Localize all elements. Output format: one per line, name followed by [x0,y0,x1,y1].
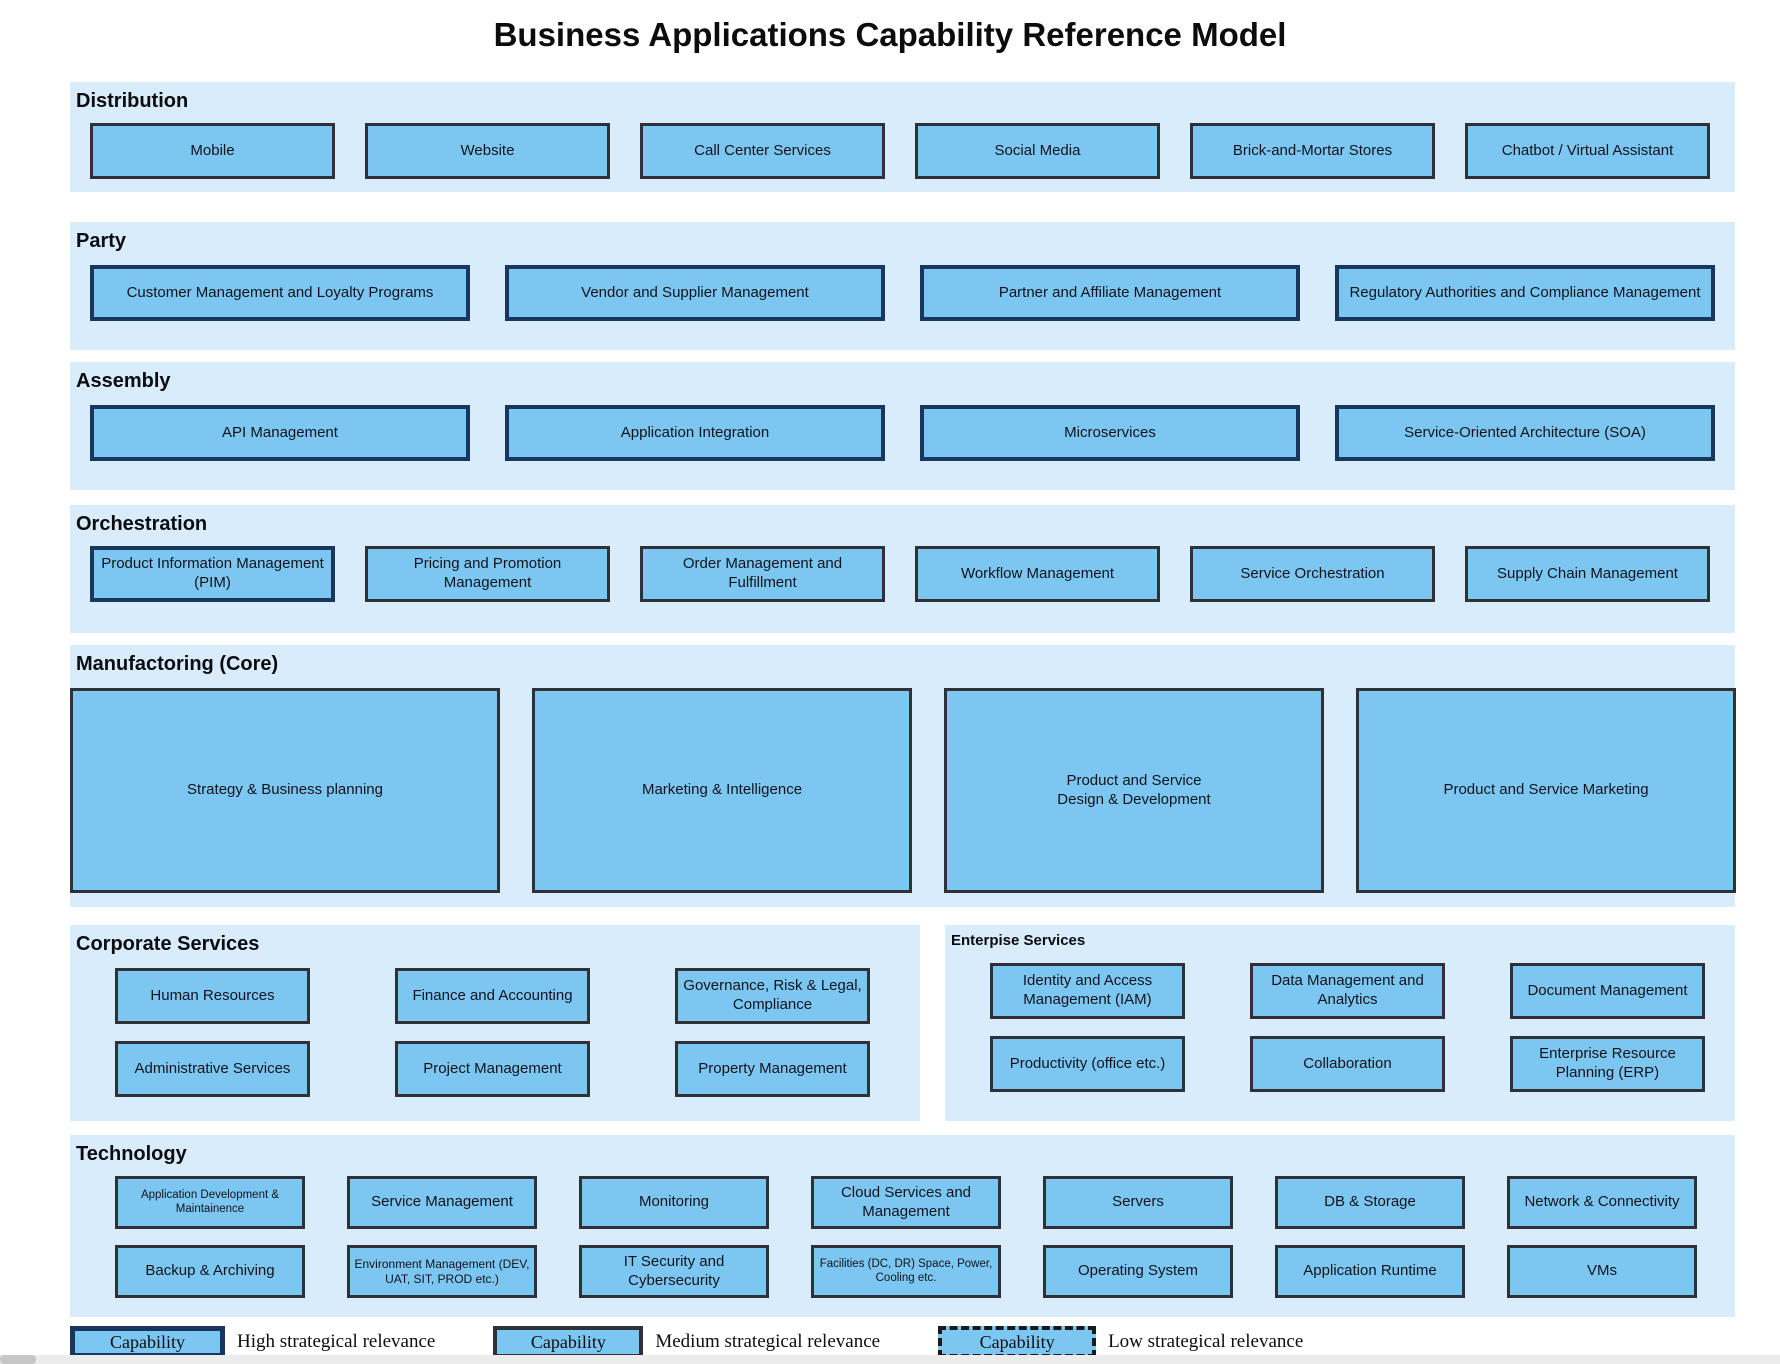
legend-capability-medium-box: Capability [493,1326,644,1358]
legend-low-description: Low strategical relevance [1108,1331,1304,1352]
legend-medium-description: Medium strategical relevance [655,1331,881,1352]
legend-capability-high-box: Capability [70,1326,225,1358]
capability-operating-system: Operating System [1043,1245,1233,1298]
horizontal-scrollbar [0,1355,1780,1364]
capability-regulatory-compliance-management: Regulatory Authorities and Compliance Ma… [1335,265,1715,321]
capability-workflow-management: Workflow Management [915,546,1160,602]
legend-capability-low-box: Capability [938,1326,1097,1358]
assembly-row: API Management Application Integration M… [90,405,1735,461]
capability-collaboration: Collaboration [1250,1036,1445,1092]
section-title-corporate-services: Corporate Services [76,933,260,955]
capability-cloud-services-management: Cloud Services and Management [811,1176,1001,1229]
capability-finance-accounting: Finance and Accounting [395,968,590,1024]
capability-order-management-fulfillment: Order Management and Fulfillment [640,546,885,602]
capability-facilities: Facilities (DC, DR) Space, Power, Coolin… [811,1245,1001,1298]
manufactoring-row: Strategy & Business planning Marketing &… [70,688,1736,893]
section-title-assembly: Assembly [76,370,171,392]
capability-service-management: Service Management [347,1176,537,1229]
section-enterprise-services: Enterpise Services Identity and Access M… [945,925,1735,1121]
capability-chatbot-virtual-assistant: Chatbot / Virtual Assistant [1465,123,1710,179]
capability-environment-management: Environment Management (DEV, UAT, SIT, P… [347,1245,537,1298]
capability-social-media: Social Media [915,123,1160,179]
capability-app-dev-maintenance: Application Development & Maintainence [115,1176,305,1229]
capability-soa: Service-Oriented Architecture (SOA) [1335,405,1715,461]
section-technology: Technology Application Development & Mai… [70,1135,1735,1317]
scrollbar-thumb[interactable] [0,1355,36,1364]
capability-service-orchestration: Service Orchestration [1190,546,1435,602]
capability-customer-management-loyalty: Customer Management and Loyalty Programs [90,265,470,321]
capability-marketing-intelligence: Marketing & Intelligence [532,688,912,893]
section-title-manufactoring: Manufactoring (Core) [76,653,279,675]
capability-project-management: Project Management [395,1041,590,1097]
capability-network-connectivity: Network & Connectivity [1507,1176,1697,1229]
capability-call-center-services: Call Center Services [640,123,885,179]
section-distribution: Distribution Mobile Website Call Center … [70,82,1735,192]
section-orchestration: Orchestration Product Information Manage… [70,505,1735,633]
enterprise-services-grid: Identity and Access Management (IAM) Dat… [990,963,1735,1092]
capability-human-resources: Human Resources [115,968,310,1024]
capability-vms: VMs [1507,1245,1697,1298]
capability-brick-and-mortar-stores: Brick-and-Mortar Stores [1190,123,1435,179]
section-title-distribution: Distribution [76,90,189,112]
capability-pricing-promotion: Pricing and Promotion Management [365,546,610,602]
capability-productivity-office: Productivity (office etc.) [990,1036,1185,1092]
section-manufactoring-core: Manufactoring (Core) Strategy & Business… [70,645,1736,907]
orchestration-row: Product Information Management (PIM) Pri… [90,546,1735,602]
capability-property-management: Property Management [675,1041,870,1097]
section-party: Party Customer Management and Loyalty Pr… [70,222,1735,350]
capability-administrative-services: Administrative Services [115,1041,310,1097]
capability-vendor-supplier-management: Vendor and Supplier Management [505,265,885,321]
distribution-row: Mobile Website Call Center Services Soci… [90,123,1735,179]
capability-data-management-analytics: Data Management and Analytics [1250,963,1445,1019]
capability-db-storage: DB & Storage [1275,1176,1465,1229]
technology-grid: Application Development & Maintainence S… [115,1176,1735,1298]
capability-servers: Servers [1043,1176,1233,1229]
capability-partner-affiliate-management: Partner and Affiliate Management [920,265,1300,321]
capability-backup-archiving: Backup & Archiving [115,1245,305,1298]
capability-api-management: API Management [90,405,470,461]
capability-erp: Enterprise Resource Planning (ERP) [1510,1036,1705,1092]
legend: Capability High strategical relevance Ca… [70,1326,1303,1358]
capability-application-runtime: Application Runtime [1275,1245,1465,1298]
capability-product-service-marketing: Product and Service Marketing [1356,688,1736,893]
section-title-orchestration: Orchestration [76,513,208,535]
section-title-technology: Technology [76,1143,187,1165]
capability-monitoring: Monitoring [579,1176,769,1229]
capability-pim: Product Information Management (PIM) [90,546,335,602]
section-corporate-services: Corporate Services Human Resources Finan… [70,925,920,1121]
capability-application-integration: Application Integration [505,405,885,461]
capability-website: Website [365,123,610,179]
section-title-party: Party [76,230,127,252]
capability-microservices: Microservices [920,405,1300,461]
legend-high-description: High strategical relevance [237,1331,436,1352]
capability-iam: Identity and Access Management (IAM) [990,963,1185,1019]
capability-governance-risk-legal-compliance: Governance, Risk & Legal, Compliance [675,968,870,1024]
page-title: Business Applications Capability Referen… [493,16,1287,53]
capability-mobile: Mobile [90,123,335,179]
section-assembly: Assembly API Management Application Inte… [70,362,1735,490]
capability-strategy-business-planning: Strategy & Business planning [70,688,500,893]
capability-it-security-cybersecurity: IT Security and Cybersecurity [579,1245,769,1298]
section-title-enterprise-services: Enterpise Services [951,932,1086,949]
capability-document-management: Document Management [1510,963,1705,1019]
capability-product-service-design-development: Product and Service Design & Development [944,688,1324,893]
party-row: Customer Management and Loyalty Programs… [90,265,1735,321]
capability-supply-chain-management: Supply Chain Management [1465,546,1710,602]
corporate-services-grid: Human Resources Finance and Accounting G… [115,968,920,1097]
